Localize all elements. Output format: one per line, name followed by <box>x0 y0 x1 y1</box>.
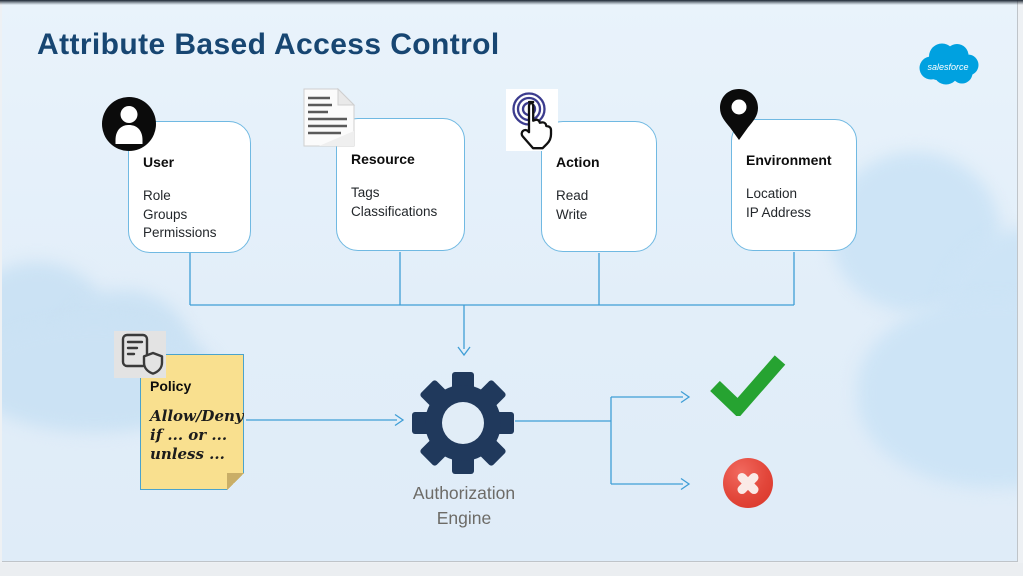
card-environment: Environment Location IP Address <box>731 119 857 251</box>
arrowhead-allow <box>680 390 691 404</box>
card-action-item: Write <box>556 206 588 222</box>
card-user: User Role Groups Permissions <box>128 121 251 253</box>
policy-heading: Policy <box>150 378 192 394</box>
arrowhead-down <box>457 346 471 357</box>
pointing-hand <box>520 100 553 150</box>
card-resource-item: Classifications <box>351 203 438 219</box>
connector-lines <box>189 252 795 491</box>
card-user-item: Groups <box>143 206 188 222</box>
authorization-engine-label: Authorization Engine <box>364 481 564 531</box>
card-action-heading: Action <box>556 154 600 170</box>
card-action-item: Read <box>556 188 589 203</box>
slide: Attribute Based Access Control salesforc… <box>2 0 1018 562</box>
card-environment-item: IP Address <box>746 204 812 220</box>
cross-icon <box>723 458 773 508</box>
card-resource-heading: Resource <box>351 151 415 167</box>
logo-text: salesforce <box>927 62 968 72</box>
card-user-item: Role <box>143 188 171 203</box>
card-resource: Resource Tags Classifications <box>336 118 465 251</box>
document-icon <box>303 88 356 147</box>
note-folded-corner <box>227 473 244 490</box>
engine-label-line2: Engine <box>436 508 492 528</box>
card-environment-item: Location <box>746 186 798 201</box>
arrowhead-deny <box>680 477 691 491</box>
salesforce-cloud-icon: salesforce <box>919 43 979 85</box>
card-user-heading: User <box>143 154 175 170</box>
window-top-edge <box>0 0 1023 5</box>
card-user-item: Permissions <box>143 225 217 240</box>
page-title: Attribute Based Access Control <box>37 28 500 61</box>
location-pin-icon <box>720 89 758 140</box>
tap-icon <box>506 89 558 151</box>
arrowhead-right <box>394 413 405 427</box>
slide-bottom-margin <box>0 563 1023 576</box>
card-resource-item: Tags <box>351 185 380 200</box>
policy-line: unless ... <box>150 445 225 463</box>
policy-line: if ... or ... <box>150 426 228 444</box>
card-action: Action Read Write <box>541 121 657 252</box>
user-icon <box>102 97 156 151</box>
policy-line: Allow/Deny <box>150 407 244 425</box>
engine-label-line1: Authorization <box>412 483 516 503</box>
card-environment-heading: Environment <box>746 152 832 168</box>
gear-icon <box>412 372 514 474</box>
policy-document-shield-icon <box>114 331 166 378</box>
check-icon <box>710 355 786 416</box>
